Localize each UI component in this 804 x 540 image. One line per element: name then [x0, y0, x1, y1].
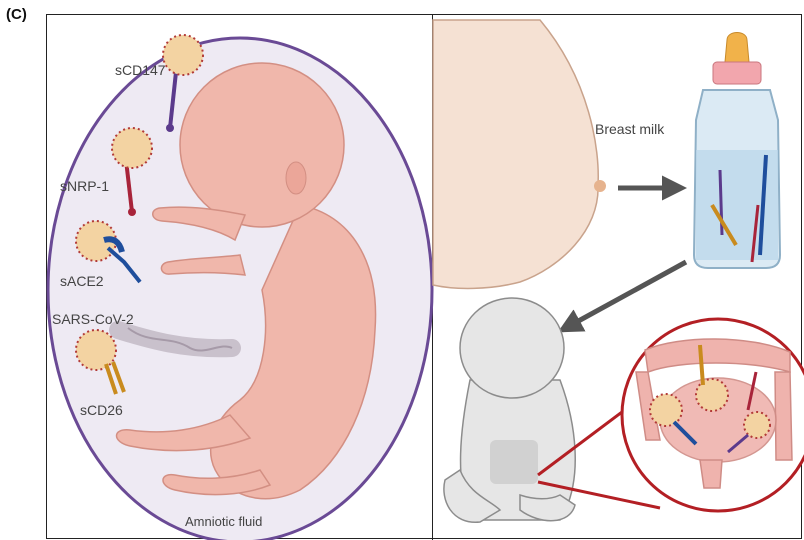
baby-gut [490, 440, 538, 484]
baby [444, 298, 575, 522]
label-snrp1: sNRP-1 [60, 178, 109, 194]
label-breast-milk: Breast milk [595, 121, 664, 137]
baby-bottle [694, 33, 780, 269]
label-amniotic-fluid: Amniotic fluid [185, 514, 262, 529]
label-scd147: sCD147 [115, 62, 166, 78]
arrow-bottle-to-baby [562, 262, 686, 330]
breast [433, 20, 598, 288]
label-scd26: sCD26 [80, 402, 123, 418]
label-sarscov2: SARS-CoV-2 [52, 311, 134, 327]
label-sace2: sACE2 [60, 273, 104, 289]
